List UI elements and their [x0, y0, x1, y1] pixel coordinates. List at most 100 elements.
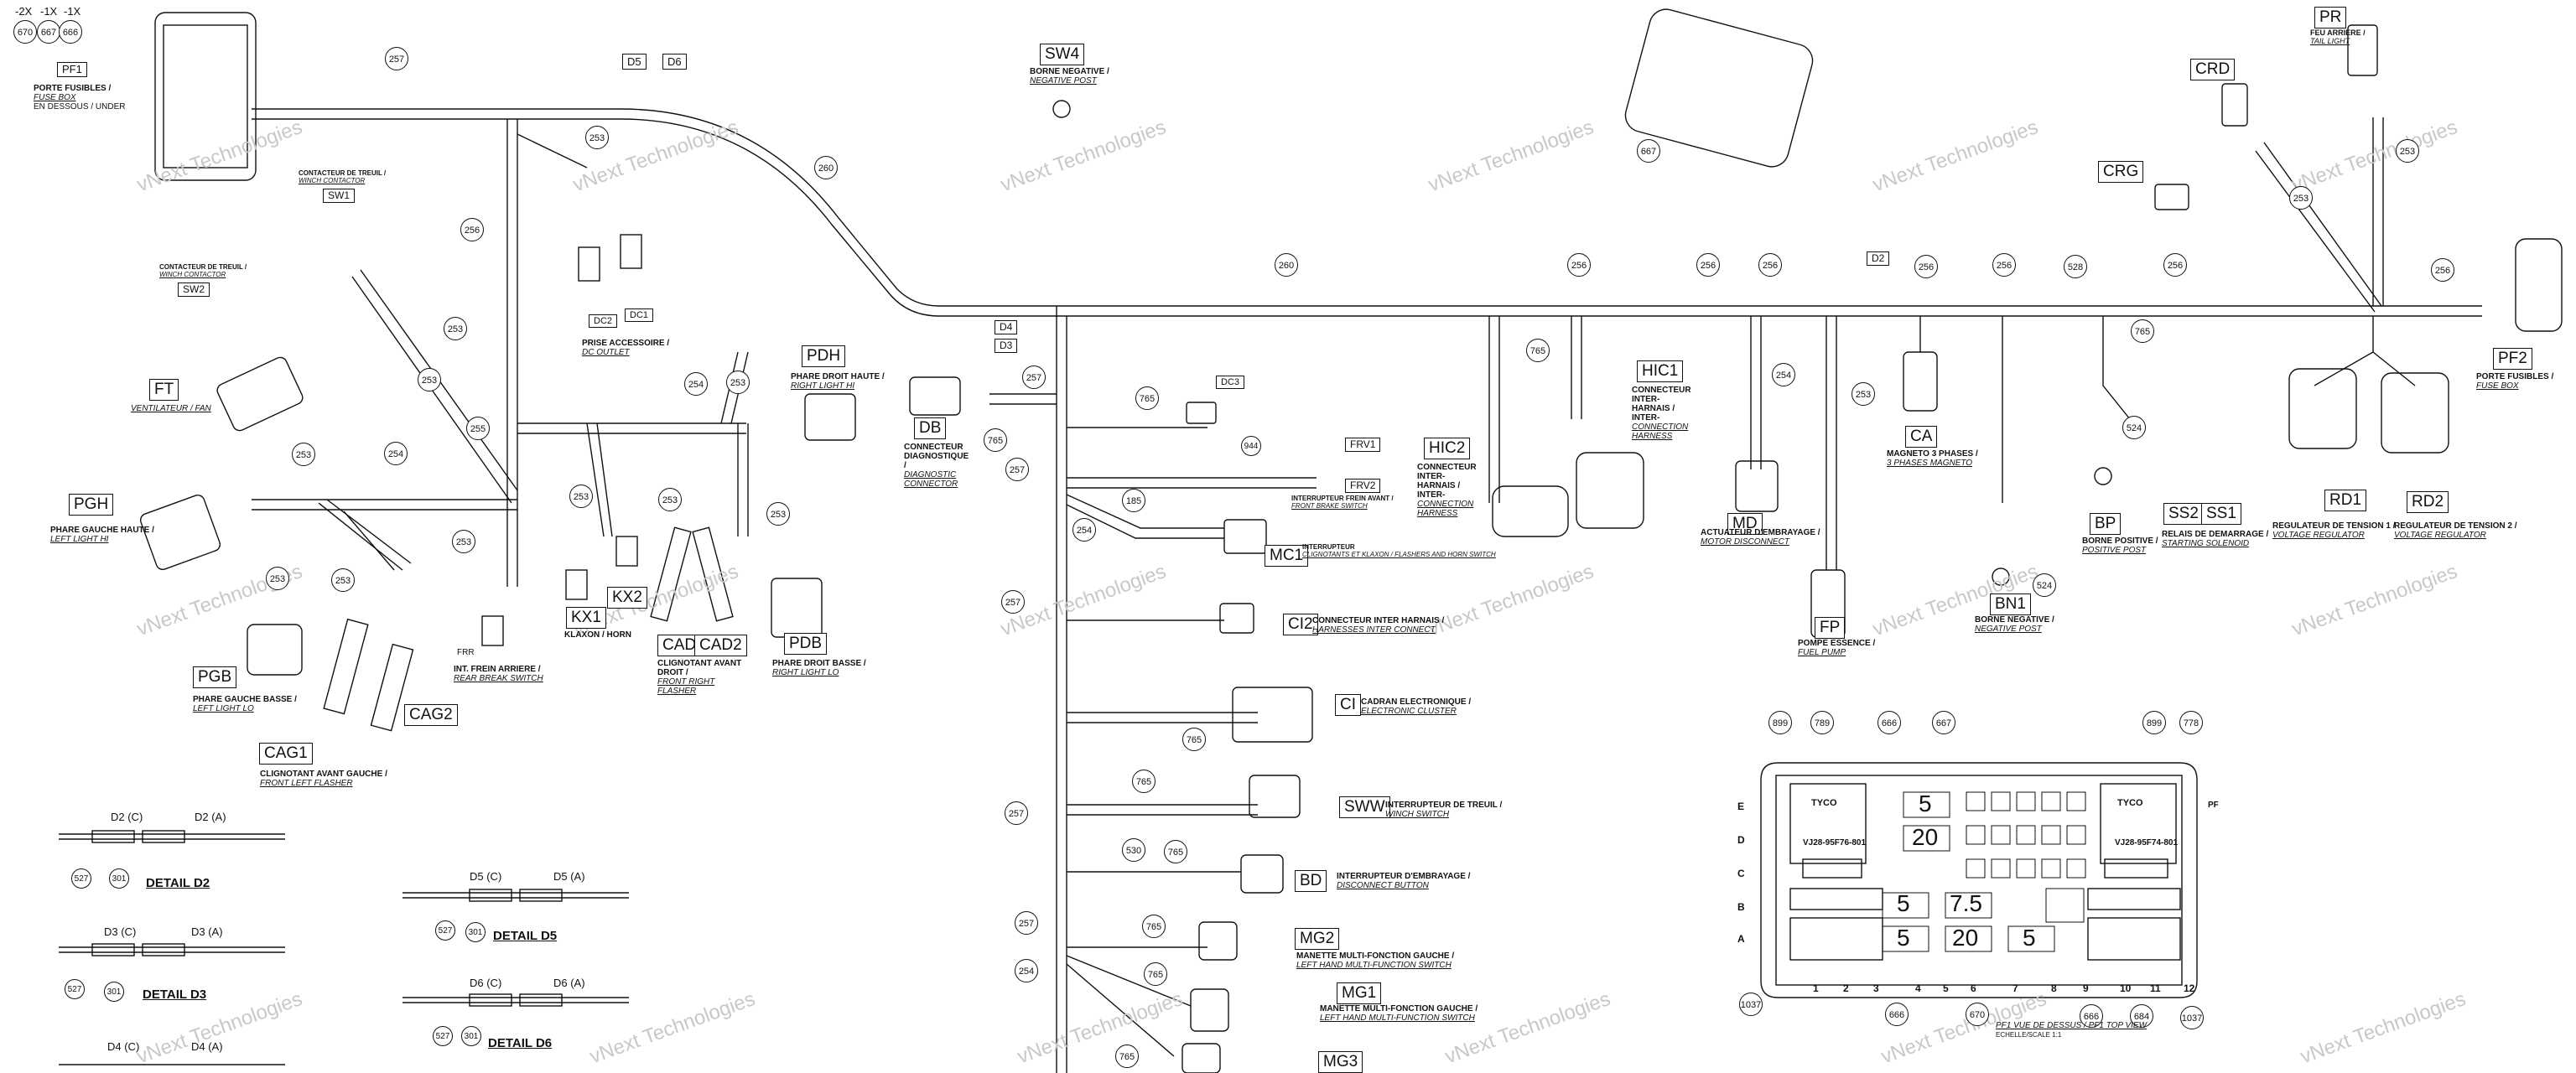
wire-ref: 256 [1567, 253, 1591, 277]
fuse-value: 20 [1952, 925, 1979, 951]
connector-rd2-label: REGULATEUR DE TENSION 2 /VOLTAGE REGULAT… [2394, 521, 2517, 540]
wire-ref: 899 [2142, 711, 2166, 734]
wire-ref: 789 [1810, 711, 1834, 734]
connector-rd1-label: REGULATEUR DE TENSION 1 /VOLTAGE REGULAT… [2272, 521, 2396, 540]
fusebox-col-label: 4 [1915, 982, 1921, 994]
fuse-value: 5 [1897, 925, 1910, 951]
detail-d6-c: D6 (C) [470, 977, 502, 989]
fusebox-col-label: 7 [2012, 982, 2018, 994]
wire-ref: 257 [385, 47, 408, 70]
connector-sww-code: SWW [1339, 796, 1390, 818]
detail-d4-a: D4 (A) [191, 1040, 223, 1053]
wire-ref: 524 [2033, 573, 2056, 597]
connector-hic1-code: HIC1 [1637, 360, 1684, 382]
connector-mg1-code: MG1 [1337, 982, 1382, 1004]
wire-ref: 256 [1914, 255, 1938, 278]
connector-ci-code: CI [1335, 694, 1361, 716]
wire-ref: 301 [109, 868, 129, 889]
detail-d5-a: D5 (A) [553, 870, 585, 883]
ref-label: -1X [64, 5, 81, 18]
fuse-value: 5 [2023, 925, 2036, 951]
wire-ref: 257 [1005, 458, 1029, 481]
connector-md-code: MD [1727, 513, 1763, 535]
connector-sw2-label: CONTACTEUR DE TREUIL /WINCH CONTACTOR [159, 263, 247, 278]
connector-pdb-code: PDB [784, 633, 828, 655]
wire-ref: 254 [684, 372, 708, 396]
fusebox-col-label: 10 [2120, 982, 2132, 994]
wire-ref: 253 [331, 568, 355, 592]
connector-kx2-code: KX2 [607, 587, 647, 609]
fusebox-side-label: PF [2208, 801, 2219, 810]
connector-pf2-label: PORTE FUSIBLES /FUSE BOX [2476, 372, 2554, 391]
connector-pgh-label: PHARE GAUCHE HAUTE /LEFT LIGHT HI [50, 526, 154, 544]
connector-ca-code: CA [1905, 426, 1938, 448]
wire-ref: 257 [1001, 590, 1025, 614]
fusebox-tyco-left: TYCO [1811, 798, 1837, 808]
connector-d6-code: D6 [662, 54, 687, 70]
wire-ref: 253 [2289, 186, 2313, 210]
wire-ref: 944 [1241, 436, 1261, 456]
connector-ss2-code: SS2 [2163, 503, 2204, 525]
fusebox-col-label: 5 [1943, 982, 1949, 994]
wire-ref: 256 [1992, 253, 2016, 277]
connector-cag2-code: CAG2 [404, 704, 458, 726]
connector-dc3-code: DC3 [1216, 376, 1245, 389]
wire-ref: 253 [766, 502, 790, 526]
fusebox-col-label: 8 [2051, 982, 2057, 994]
wire-ref: 527 [71, 868, 91, 889]
wire-ref: 1037 [1739, 993, 1763, 1016]
detail-d2-c: D2 (C) [111, 811, 143, 823]
wire-ref: 667 [1637, 139, 1660, 163]
connector-fp-label: POMPE ESSENCE /FUEL PUMP [1798, 639, 1876, 657]
fuse-value: 5 [1897, 890, 1910, 916]
wire-ref: 256 [1758, 253, 1782, 277]
connector-mg2-code: MG2 [1295, 928, 1340, 950]
detail-d5-c: D5 (C) [470, 870, 502, 883]
fuse-value: 20 [1912, 824, 1939, 850]
connector-mg1-label: MANETTE MULTI-FONCTION GAUCHE /LEFT HAND… [1320, 1004, 1478, 1023]
connector-ci-label: CADRAN ELECTRONIQUE /ELECTRONIC CLUSTER [1361, 697, 1472, 716]
connector-sw4-code: SW4 [1040, 44, 1085, 65]
wire-ref: 527 [435, 920, 455, 941]
connector-kx1-label: KLAXON / HORN [564, 630, 631, 640]
fusebox-col-label: 11 [2150, 982, 2161, 994]
detail-d5-title: DETAIL D5 [493, 929, 558, 943]
wire-ref: 684 [2130, 1004, 2153, 1028]
connector-crd-code: CRD [2190, 59, 2236, 80]
wire-ref: 524 [2122, 416, 2146, 439]
connector-sw2-code: SW2 [178, 283, 210, 297]
connector-pf1-code: PF1 [57, 62, 87, 77]
connector-sw4-label: BORNE NEGATIVE /NEGATIVE POST [1030, 67, 1109, 86]
connector-ci2-code: CI2 [1283, 614, 1318, 635]
wire-ref: 260 [1275, 253, 1298, 277]
connector-ss2-label: RELAIS DE DEMARRAGE /STARTING SOLENOID [2162, 530, 2269, 548]
wire-ref: 765 [1135, 386, 1159, 410]
connector-frr-code: FRR [457, 648, 475, 657]
ref-circle: 670 [13, 20, 37, 44]
connector-sw1-code: SW1 [323, 189, 356, 203]
wire-ref: 765 [984, 428, 1007, 452]
wire-ref: 765 [2131, 319, 2154, 343]
fusebox-row-label: C [1737, 868, 1745, 879]
fusebox-part-left: VJ28-95F76-801 [1803, 838, 1867, 848]
wire-ref: 765 [1182, 728, 1206, 751]
wire-ref: 530 [1122, 838, 1145, 862]
fusebox-col-label: 3 [1873, 982, 1879, 994]
detail-d3-title: DETAIL D3 [143, 987, 207, 1002]
connector-frr-label: INT. FREIN ARRIERE /REAR BREAK SWITCH [454, 665, 543, 683]
connector-pdh-label: PHARE DROIT HAUTE /RIGHT LIGHT HI [791, 372, 885, 391]
detail-d3-a: D3 (A) [191, 925, 223, 938]
fusebox-row-label: D [1737, 834, 1745, 846]
fusebox-col-label: 6 [1971, 982, 1976, 994]
connector-hic2-code: HIC2 [1424, 438, 1471, 459]
wire-ref: 666 [1877, 711, 1901, 734]
ref-label: -2X [15, 5, 33, 18]
wire-ref: 256 [1696, 253, 1720, 277]
connector-pf2-code: PF2 [2493, 348, 2532, 370]
connector-rd1-code: RD1 [2324, 490, 2367, 511]
connector-db-label: CONNECTEUR DIAGNOSTIQUE /DIAGNOSTIC CONN… [904, 443, 969, 489]
connector-pdb-label: PHARE DROIT BASSE /RIGHT LIGHT LO [772, 659, 866, 677]
